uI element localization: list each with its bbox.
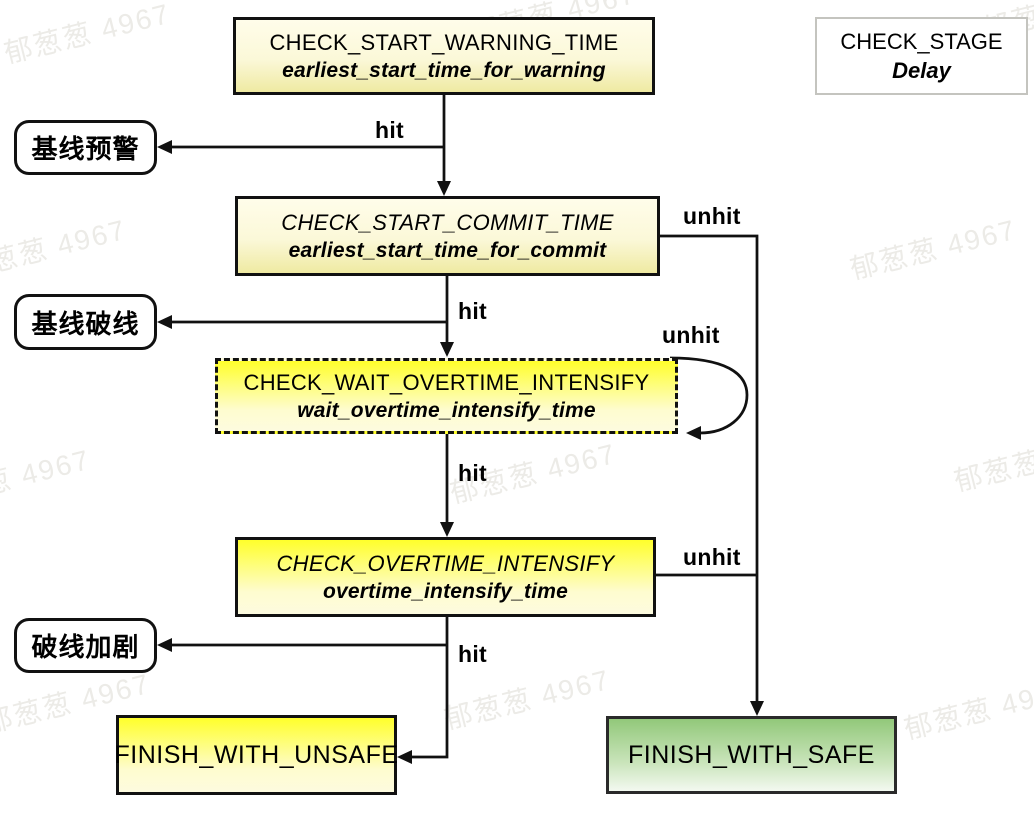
node-baseline-warning[interactable]: 基线预警 <box>14 120 157 175</box>
node-break-intensify[interactable]: 破线加剧 <box>14 618 157 673</box>
edge-overtime-to-finish-unsafe <box>411 617 449 759</box>
node-subtitle: earliest_start_time_for_warning <box>282 58 606 82</box>
node-check-wait-overtime-intensify[interactable]: CHECK_WAIT_OVERTIME_INTENSIFY wait_overt… <box>215 358 678 434</box>
edge-label-hit: hit <box>458 298 487 324</box>
edge-label-unhit: unhit <box>683 544 741 570</box>
arrowhead-down <box>750 701 764 716</box>
node-subtitle: earliest_start_time_for_commit <box>288 238 607 262</box>
node-finish-with-unsafe[interactable]: FINISH_WITH_UNSAFE <box>114 715 399 795</box>
node-check-start-warning-time[interactable]: CHECK_START_WARNING_TIME earliest_start_… <box>233 17 655 95</box>
node-baseline-break[interactable]: 基线破线 <box>14 294 157 350</box>
node-title: FINISH_WITH_SAFE <box>628 740 875 769</box>
arrowhead-left <box>686 426 701 440</box>
arrowhead-left <box>157 140 172 154</box>
node-title: FINISH_WITH_UNSAFE <box>114 740 399 769</box>
edge-label-hit: hit <box>458 641 487 667</box>
arrowhead-down <box>437 181 451 196</box>
legend-title: CHECK_STAGE <box>840 28 1003 54</box>
node-subtitle: wait_overtime_intensify_time <box>297 398 596 422</box>
edge-wait-self-loop <box>669 356 749 435</box>
arrowhead-down <box>440 522 454 537</box>
node-subtitle: overtime_intensify_time <box>322 579 569 603</box>
legend-check-stage: CHECK_STAGE Delay <box>815 17 1028 95</box>
arrowhead-left <box>397 750 412 764</box>
edge-commit-unhit-to-finish-safe <box>660 234 759 703</box>
node-check-overtime-intensify[interactable]: CHECK_OVERTIME_INTENSIFY overtime_intens… <box>235 537 656 617</box>
node-title: CHECK_OVERTIME_INTENSIFY <box>276 550 615 576</box>
arrowhead-left <box>157 638 172 652</box>
output-label: 基线破线 <box>31 308 140 339</box>
node-title: CHECK_WAIT_OVERTIME_INTENSIFY <box>243 369 650 395</box>
node-title: CHECK_START_WARNING_TIME <box>269 29 619 55</box>
node-check-start-commit-time[interactable]: CHECK_START_COMMIT_TIME earliest_start_t… <box>235 196 660 276</box>
edge-label-hit: hit <box>375 117 404 143</box>
edge-label-hit: hit <box>458 460 487 486</box>
output-label: 破线加剧 <box>31 632 140 662</box>
legend-subtitle: Delay <box>892 58 951 83</box>
node-finish-with-safe[interactable]: FINISH_WITH_SAFE <box>606 716 897 794</box>
edge-label-unhit: unhit <box>662 322 720 348</box>
arrowhead-down <box>440 342 454 357</box>
edge-label-unhit: unhit <box>683 203 741 229</box>
output-label: 基线预警 <box>31 134 140 164</box>
node-title: CHECK_START_COMMIT_TIME <box>281 209 614 235</box>
arrowhead-left <box>157 315 172 329</box>
